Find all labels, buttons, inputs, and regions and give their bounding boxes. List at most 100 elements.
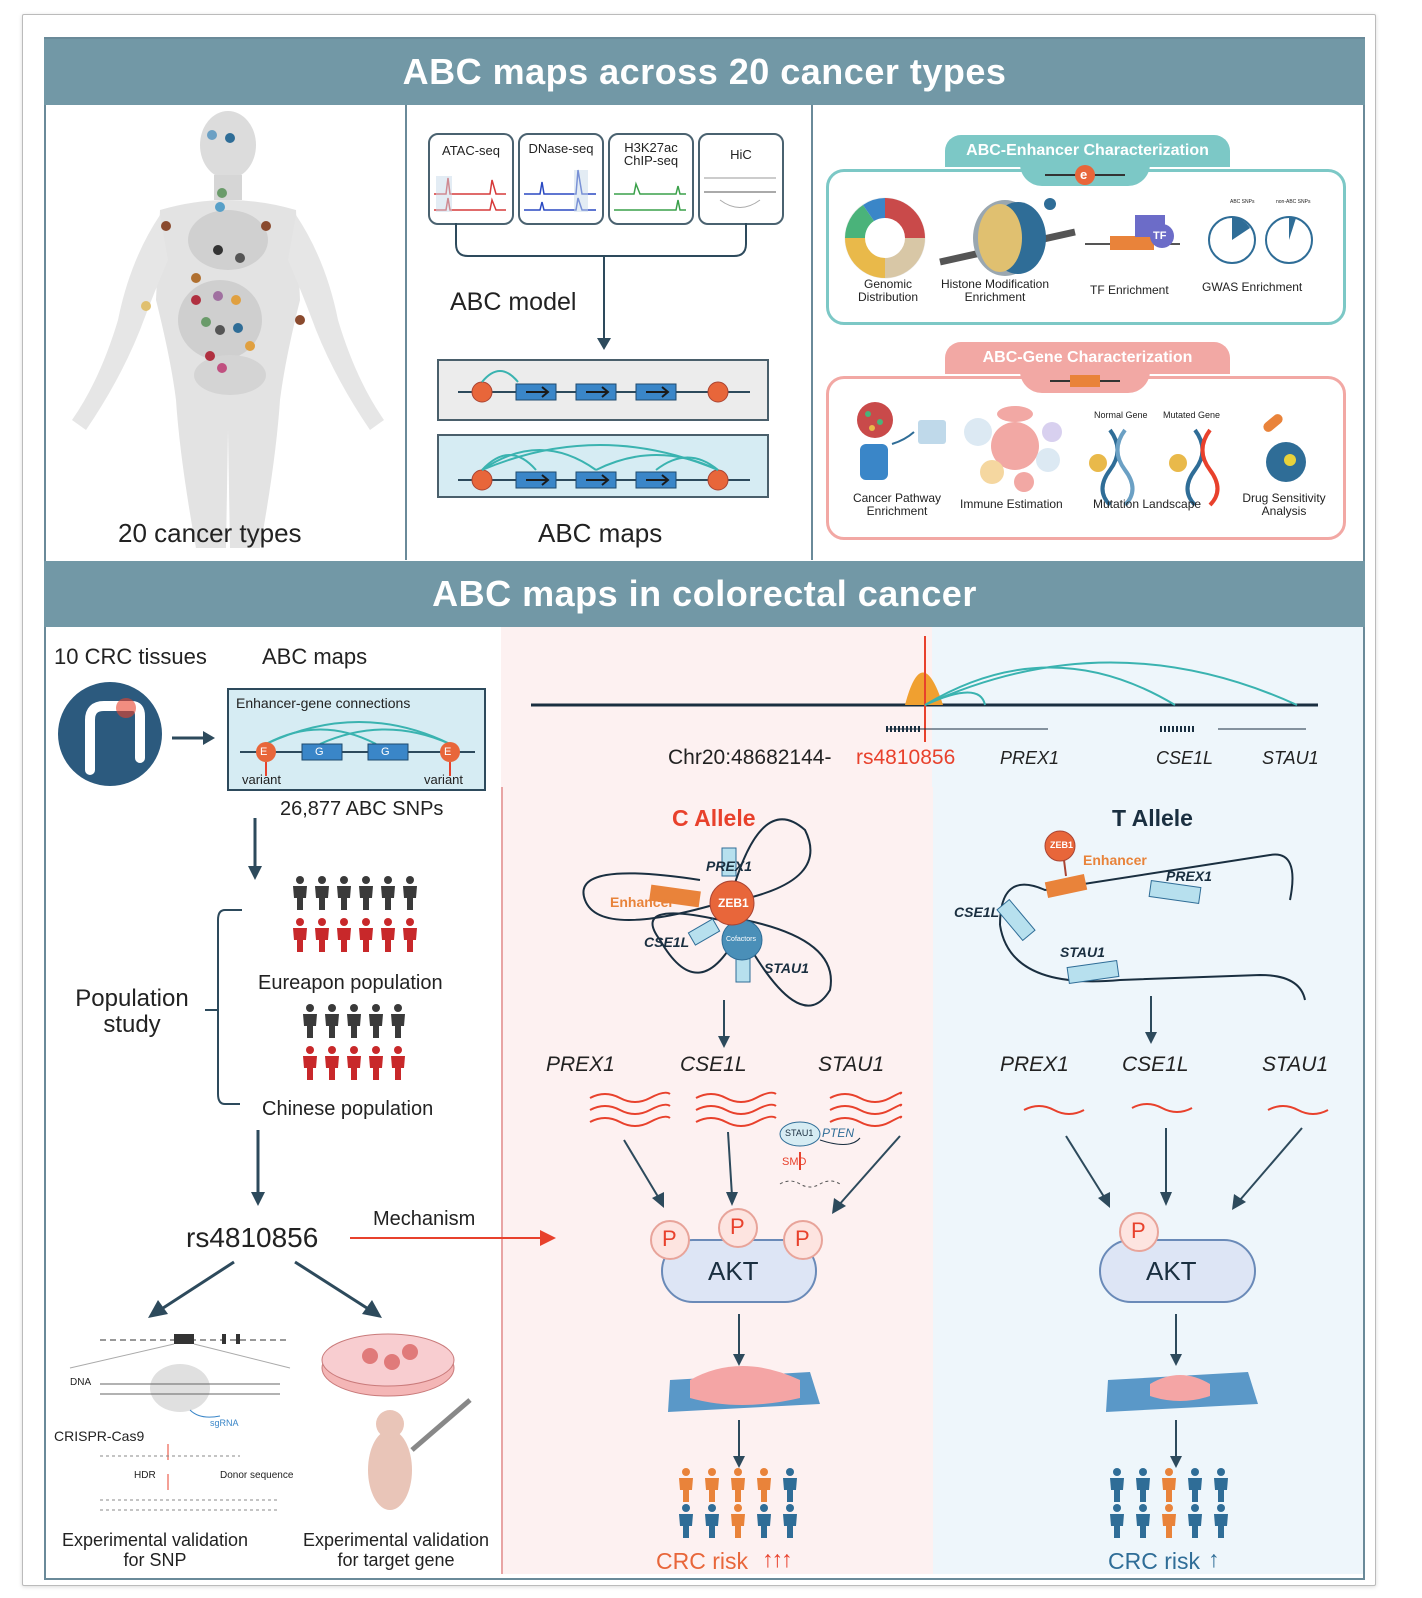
enhancer-e-marker: E: [444, 746, 452, 758]
genomic-distribution-label: Genomic Distribution: [857, 277, 919, 304]
person-icon: [381, 918, 395, 952]
validation-snp-label: Experimental validation for SNP: [61, 1530, 249, 1570]
gwas-enrichment-icon: [1208, 216, 1313, 264]
stau1-small-label: STAU1: [785, 1128, 814, 1138]
chinese-population-label: Chinese population: [262, 1098, 434, 1120]
expr-cse1l-c: CSE1L: [680, 1053, 747, 1076]
divider: [405, 105, 407, 560]
assay-label: ATAC-seq: [441, 143, 501, 158]
phospho-p-t: P: [1131, 1218, 1146, 1243]
snp-id-label: rs4810856: [186, 1222, 319, 1253]
european-population-label: Eureapon population: [258, 972, 443, 994]
t-allele-title: T Allele: [1112, 805, 1193, 831]
expr-stau1-t: STAU1: [1262, 1053, 1329, 1076]
petri-dish-icon: [321, 1333, 455, 1397]
variant-left-label: variant: [242, 772, 282, 787]
expr-cse1l-t: CSE1L: [1122, 1053, 1189, 1076]
person-icon: [337, 876, 351, 910]
population-icons: [293, 876, 417, 1080]
akt-t-label: AKT: [1146, 1256, 1197, 1286]
person-icon: [1188, 1504, 1202, 1538]
person-icon: [1214, 1468, 1228, 1502]
h3k27ac-track: [614, 181, 686, 211]
person-icon: [347, 1046, 361, 1080]
abc-snps-label: 26,877 ABC SNPs: [280, 798, 444, 820]
expr-prex1-t: PREX1: [1000, 1053, 1069, 1076]
mechanism-label: Mechanism: [373, 1208, 476, 1230]
pten-label: PTEN: [822, 1126, 855, 1140]
assay-label: DNase-seq: [528, 141, 594, 156]
colon-icon: [58, 682, 162, 786]
population-study-label: Population study: [75, 985, 189, 1038]
gwas-enrichment-label: GWAS Enrichment: [1202, 280, 1303, 294]
person-icon: [1162, 1468, 1176, 1502]
crc-tissues-label: 10 CRC tissues: [54, 644, 207, 669]
gwas-small-label: ABC SNPs: [1230, 199, 1255, 205]
person-icon: [679, 1468, 693, 1502]
crc-risk-t-arrow: ↑: [1208, 1546, 1220, 1572]
cancer-pathway-icon: [857, 402, 946, 480]
mrna-c-allele: [589, 1091, 903, 1188]
person-icon: [315, 876, 329, 910]
person-icon: [731, 1504, 745, 1538]
crc-risk-c-label: CRC risk: [656, 1548, 748, 1574]
enhancer-gene-box: [227, 688, 486, 791]
assay-label: HiC: [730, 147, 752, 162]
dnase-track: [524, 169, 596, 212]
cancer-pathway-label: Cancer Pathway Enrichment: [852, 491, 942, 518]
mouse-icon: [368, 1398, 472, 1510]
loop-gene-stau1-t: STAU1: [1060, 944, 1105, 960]
top-title: ABC maps across 20 cancer types: [44, 39, 1365, 105]
enhancer-c-label: Enhancer: [610, 894, 674, 910]
person-icon: [731, 1468, 745, 1502]
validation-gene-label: Experimental validation for target gene: [302, 1530, 490, 1570]
crispr-illustration: [69, 1334, 291, 1511]
tissue-c: [668, 1366, 820, 1412]
immune-estimation-label: Immune Estimation: [960, 497, 1063, 511]
figure-border: [44, 37, 1365, 1580]
genomic-distribution-icon: [844, 197, 926, 279]
locus-track: [531, 636, 1318, 742]
mutation-landscape-icon: [1089, 428, 1220, 507]
locus-prefix: Chr20:48682144-: [668, 746, 832, 769]
person-icon: [303, 1046, 317, 1080]
arrows-to-akt: [623, 1127, 1303, 1214]
flow-arrows-left: [148, 818, 556, 1318]
person-icon: [1214, 1504, 1228, 1538]
gene-box-icon: [1050, 375, 1120, 387]
crc-risk-t-label: CRC risk: [1108, 1548, 1200, 1574]
phospho-p-3: P: [795, 1226, 810, 1251]
loop-gene-prex1-t: PREX1: [1166, 868, 1212, 884]
drug-sensitivity-label: Drug Sensitivity Analysis: [1242, 491, 1326, 518]
abc-maps-crc-label: ABC maps: [262, 644, 368, 669]
atac-track: [434, 176, 506, 212]
person-icon: [369, 1004, 383, 1038]
person-icon: [303, 1004, 317, 1038]
person-icon: [1136, 1468, 1150, 1502]
hic-track: [704, 177, 776, 208]
gene-g-marker: G: [381, 746, 390, 758]
arrows-to-tissue: [733, 1314, 1182, 1468]
person-icon: [1162, 1504, 1176, 1538]
akt-c: [650, 1208, 823, 1303]
dna-label: DNA: [70, 1377, 92, 1388]
abc-model-label: ABC model: [450, 288, 577, 316]
tf-enrichment-icon: [1085, 215, 1180, 250]
abc-model-connector: [455, 223, 747, 350]
enhancer-t-label: Enhancer: [1083, 852, 1147, 868]
mutated-gene-label: Mutated Gene: [1163, 410, 1221, 420]
person-icon: [391, 1046, 405, 1080]
immune-estimation-icon: [964, 406, 1062, 492]
gwas-small-label: non-ABC SNPs: [1276, 199, 1311, 205]
enhancer-e-letter: e: [1080, 167, 1088, 182]
locus-track-bg: [501, 627, 1363, 787]
person-icon: [757, 1468, 771, 1502]
person-icon: [359, 876, 373, 910]
person-icon: [783, 1468, 797, 1502]
sgrna-label: sgRNA: [210, 1418, 239, 1428]
cancer-site-markers: [141, 130, 305, 373]
gene-characterization-title: ABC-Gene Characterization: [945, 342, 1230, 374]
